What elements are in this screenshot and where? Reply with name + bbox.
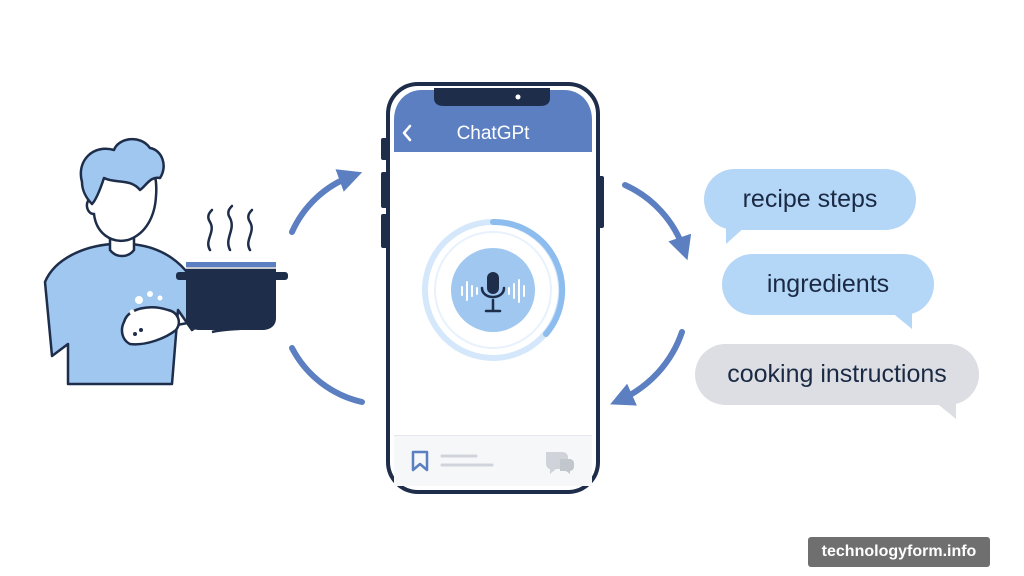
bookmark-icon[interactable]: [411, 450, 429, 472]
sound-wave-icon: [461, 279, 525, 303]
person-illustration: [43, 138, 288, 386]
microphone-icon: [480, 272, 506, 313]
arrow-to-phone-top: [289, 169, 363, 235]
bubble-cooking-instructions: cooking instructions: [695, 344, 979, 405]
steam-lines: [207, 204, 254, 252]
person-hair: [79, 138, 165, 206]
bubble-ingredients-label: ingredients: [766, 270, 890, 298]
bubble-cooking-instructions-label: cooking instructions: [727, 360, 947, 388]
cooking-pot: [176, 262, 288, 330]
arc-left-bottom: [289, 345, 365, 405]
chat-bubbles-icon[interactable]: [546, 452, 574, 474]
app-title: ChatGPt: [457, 123, 531, 144]
bubble-tail: [934, 401, 956, 419]
bubble-ingredients: ingredients: [722, 254, 934, 315]
arrow-to-bubbles: [622, 182, 692, 261]
bubble-recipe-steps-label: recipe steps: [742, 185, 878, 213]
bubble-tail: [890, 311, 912, 329]
watermark: technologyform.info: [808, 537, 990, 567]
smartphone: ChatGPt: [381, 82, 604, 494]
chevron-left-icon[interactable]: [402, 124, 412, 142]
arrow-back-to-phone: [610, 329, 685, 406]
bubble-tail: [726, 226, 746, 244]
phone-notch: [434, 88, 550, 106]
bubble-recipe-steps: recipe steps: [704, 169, 916, 230]
